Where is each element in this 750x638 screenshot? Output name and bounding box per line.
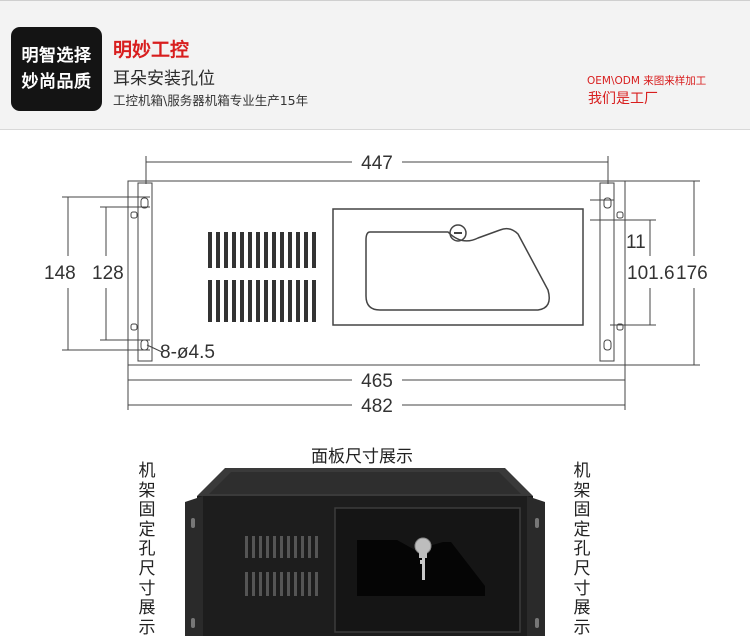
- badge-line-2: 妙尚品质: [21, 72, 92, 92]
- header-banner: 明智选择 妙尚品质 明妙工控 耳朵安装孔位 工控机箱\服务器机箱专业生产15年 …: [0, 0, 750, 130]
- brand-badge: 明智选择 妙尚品质: [11, 27, 102, 111]
- factory-text: 我们是工厂: [588, 91, 658, 107]
- key-icon: [422, 558, 425, 580]
- tagline: 工控机箱\服务器机箱专业生产15年: [113, 93, 309, 108]
- brand-name: 明妙工控: [113, 39, 190, 61]
- dim-447: 447: [361, 153, 393, 174]
- ear-hole: [603, 197, 612, 209]
- vent-grille: [208, 232, 316, 322]
- dim-176: 176: [676, 263, 708, 284]
- dim-482: 482: [361, 396, 393, 417]
- dim-128: 128: [92, 263, 124, 284]
- panel-title: 面板尺寸展示: [311, 447, 413, 467]
- lock-photo: [414, 537, 432, 555]
- ear-hole: [603, 339, 612, 351]
- ear-hole: [140, 339, 149, 351]
- dim-101-6: 101.6: [627, 263, 675, 284]
- left-ear-photo: [185, 496, 203, 636]
- side-label-right: 机架固定孔尺寸展示: [573, 461, 591, 638]
- dim-465: 465: [361, 371, 393, 392]
- right-ear-photo: [527, 496, 545, 636]
- door-window: [365, 227, 550, 311]
- page-subtitle: 耳朵安装孔位: [113, 69, 215, 89]
- ear-hole: [140, 197, 149, 209]
- hole-spec: 8-ø4.5: [160, 342, 215, 363]
- dimension-drawing: 447 465 482 148 128 11 101.6 176 8-ø4.5: [44, 152, 708, 417]
- dim-148: 148: [44, 263, 76, 284]
- left-ear: [137, 182, 153, 362]
- right-ear: [599, 182, 615, 362]
- oem-text: OEM\ODM 来图来样加工: [587, 75, 707, 87]
- door-panel: [332, 208, 584, 326]
- dim-11: 11: [626, 232, 646, 253]
- chassis-outline: [127, 180, 626, 366]
- lock-icon: [449, 224, 467, 242]
- door-window-photo: [357, 540, 485, 596]
- badge-line-1: 明智选择: [21, 46, 92, 66]
- side-label-left: 机架固定孔尺寸展示: [138, 461, 156, 638]
- chassis-photo: [185, 468, 545, 636]
